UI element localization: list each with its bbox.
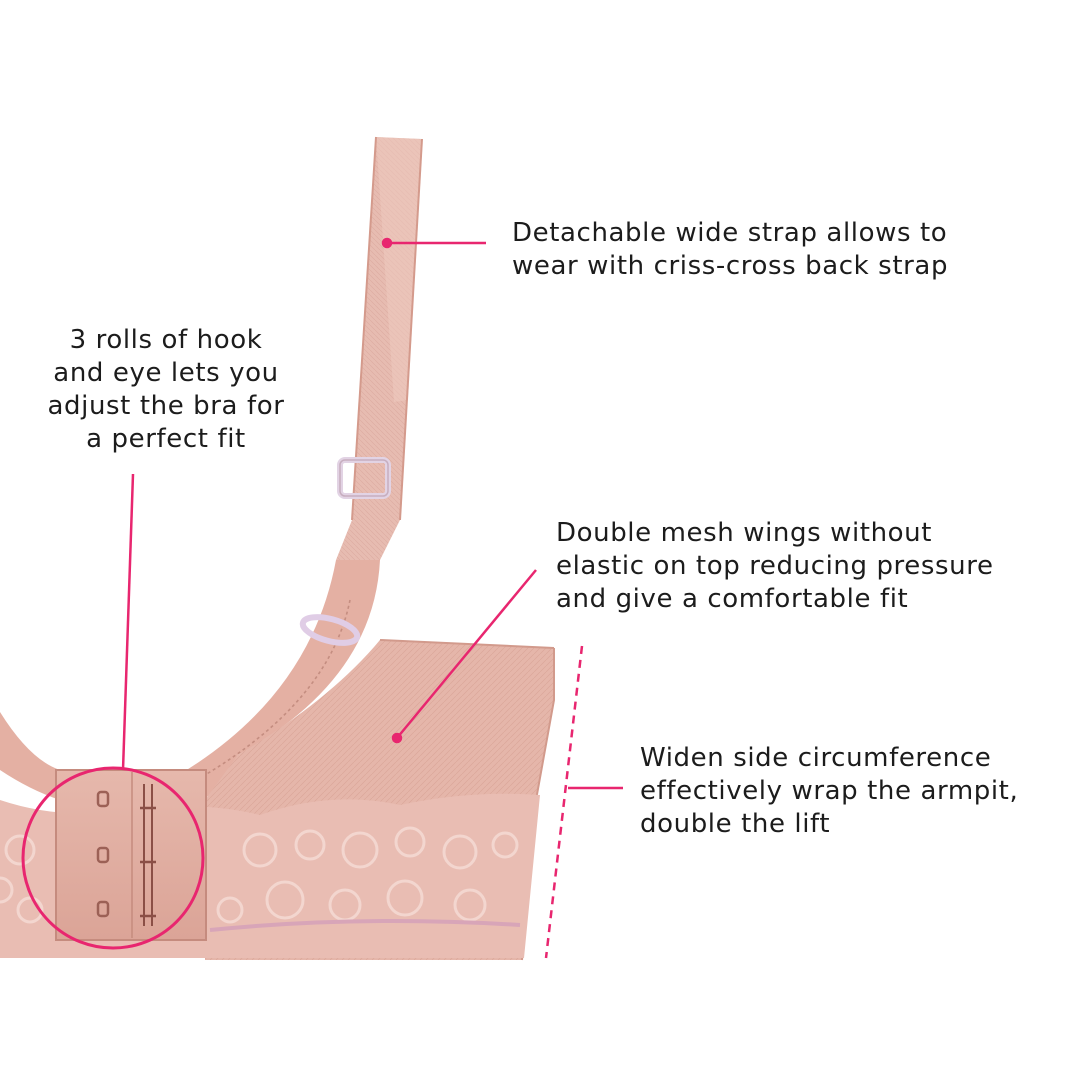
callout-side-circumference: Widen side circumference effectively wra…: [640, 742, 1018, 841]
callout-side-line-1: Widen side circumference: [640, 743, 992, 773]
strap-slider-icon: [337, 457, 391, 499]
callout-strap-line-2: wear with criss-cross back strap: [512, 251, 949, 281]
callout-mesh-wings: Double mesh wings without elastic on top…: [556, 517, 994, 616]
callout-side-line-3: double the lift: [640, 809, 831, 839]
callout-hook-line-2: and eye lets you: [53, 358, 279, 388]
hook-and-eye-highlight-ring: [21, 766, 205, 950]
callout-mesh-line-1: Double mesh wings without: [556, 518, 933, 548]
callout-mesh-line-2: elastic on top reducing pressure: [556, 551, 994, 581]
callout-strap: Detachable wide strap allows to wear wit…: [512, 217, 948, 283]
callout-hook-and-eye: 3 rolls of hook and eye lets you adjust …: [30, 324, 302, 456]
callout-hook-line-4: a perfect fit: [86, 424, 246, 454]
hook-and-eye-icon: [96, 784, 156, 926]
callout-strap-line-1: Detachable wide strap allows to: [512, 218, 948, 248]
callout-leaders: [121, 237, 623, 959]
callout-side-line-2: effectively wrap the armpit,: [640, 776, 1019, 806]
callout-mesh-line-3: and give a comfortable fit: [556, 584, 909, 614]
callout-hook-line-3: adjust the bra for: [47, 391, 285, 421]
strap-ring-icon: [299, 614, 361, 646]
callout-hook-line-1: 3 rolls of hook: [69, 325, 263, 355]
